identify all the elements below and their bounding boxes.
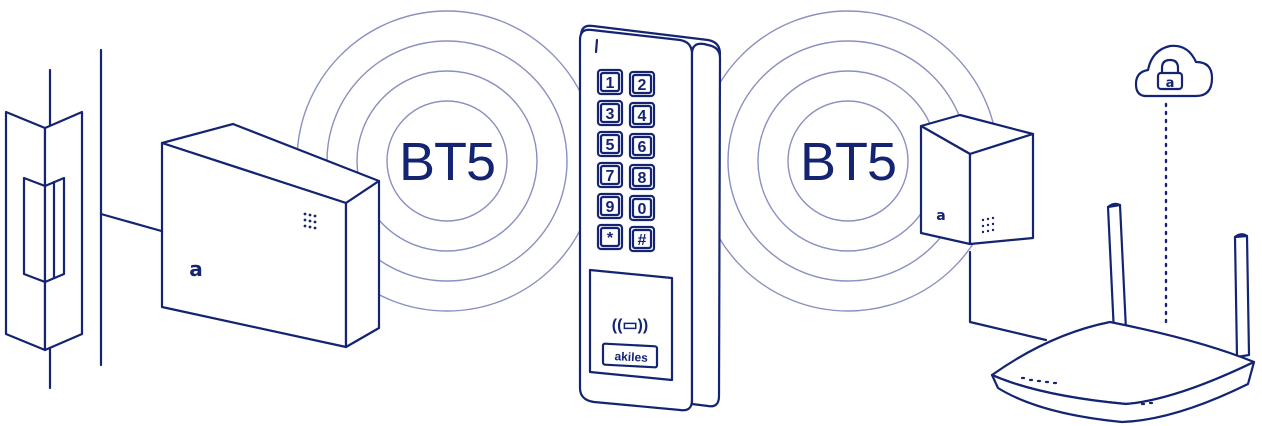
bt5-label-left: BT5 [399,132,495,192]
wire-gateway-router [968,250,1048,342]
key-label: 8 [638,170,647,187]
key-3 [596,99,624,127]
key-label: 5 [606,137,615,154]
gateway-speaker-grille [981,216,995,234]
cloud-lock-logo: a [1166,76,1175,91]
keypad-icon: 1 2 3 4 5 6 7 8 9 0 * # ((▭)) akiles [578,24,722,412]
controller-box-icon: a [160,122,381,349]
rfid-symbol: ((▭)) [612,317,648,334]
key-inner-frame [631,135,653,157]
key-label: # [638,232,647,249]
key-inner-frame [599,226,621,248]
keypad-keys: 1 2 3 4 5 6 7 8 9 0 * # [596,68,656,253]
controller-logo: a [189,257,203,281]
wire-door-controller [99,212,167,234]
key-inner-frame [599,102,621,124]
key-6 [628,132,656,160]
key-2 [628,70,656,98]
key-7 [596,161,624,189]
key-hash [628,225,656,253]
key-inner-frame [631,197,653,219]
cloud-lock-icon: a [1134,44,1214,98]
key-label: 1 [606,75,615,92]
key-inner-frame [599,71,621,93]
brand-plate [601,342,659,369]
key-inner-frame [631,73,653,95]
key-label: 6 [638,139,647,156]
key-inner-frame [631,166,653,188]
key-8 [628,163,656,191]
key-0 [628,194,656,222]
key-label: 9 [606,199,615,216]
key-label: 3 [606,106,615,123]
key-label: * [607,230,614,247]
key-4 [628,101,656,129]
key-inner-frame [599,133,621,155]
key-label: 2 [638,77,647,94]
key-label: 4 [638,108,647,125]
key-1 [596,68,624,96]
key-9 [596,192,624,220]
key-inner-frame [631,104,653,126]
door-strike-icon [4,48,103,390]
router-status-lights [1020,376,1154,406]
key-star [596,223,624,251]
bt5-label-right: BT5 [800,132,896,192]
gateway-box-icon: a [919,113,1035,246]
key-inner-frame [631,228,653,250]
key-inner-frame [599,164,621,186]
key-inner-frame [599,195,621,217]
brand-label: akiles [614,349,648,365]
controller-speaker-grille [303,212,317,230]
key-5 [596,130,624,158]
key-label: 0 [638,201,647,218]
router-icon [990,202,1256,424]
key-label: 7 [606,168,615,185]
gateway-logo: a [936,208,945,224]
